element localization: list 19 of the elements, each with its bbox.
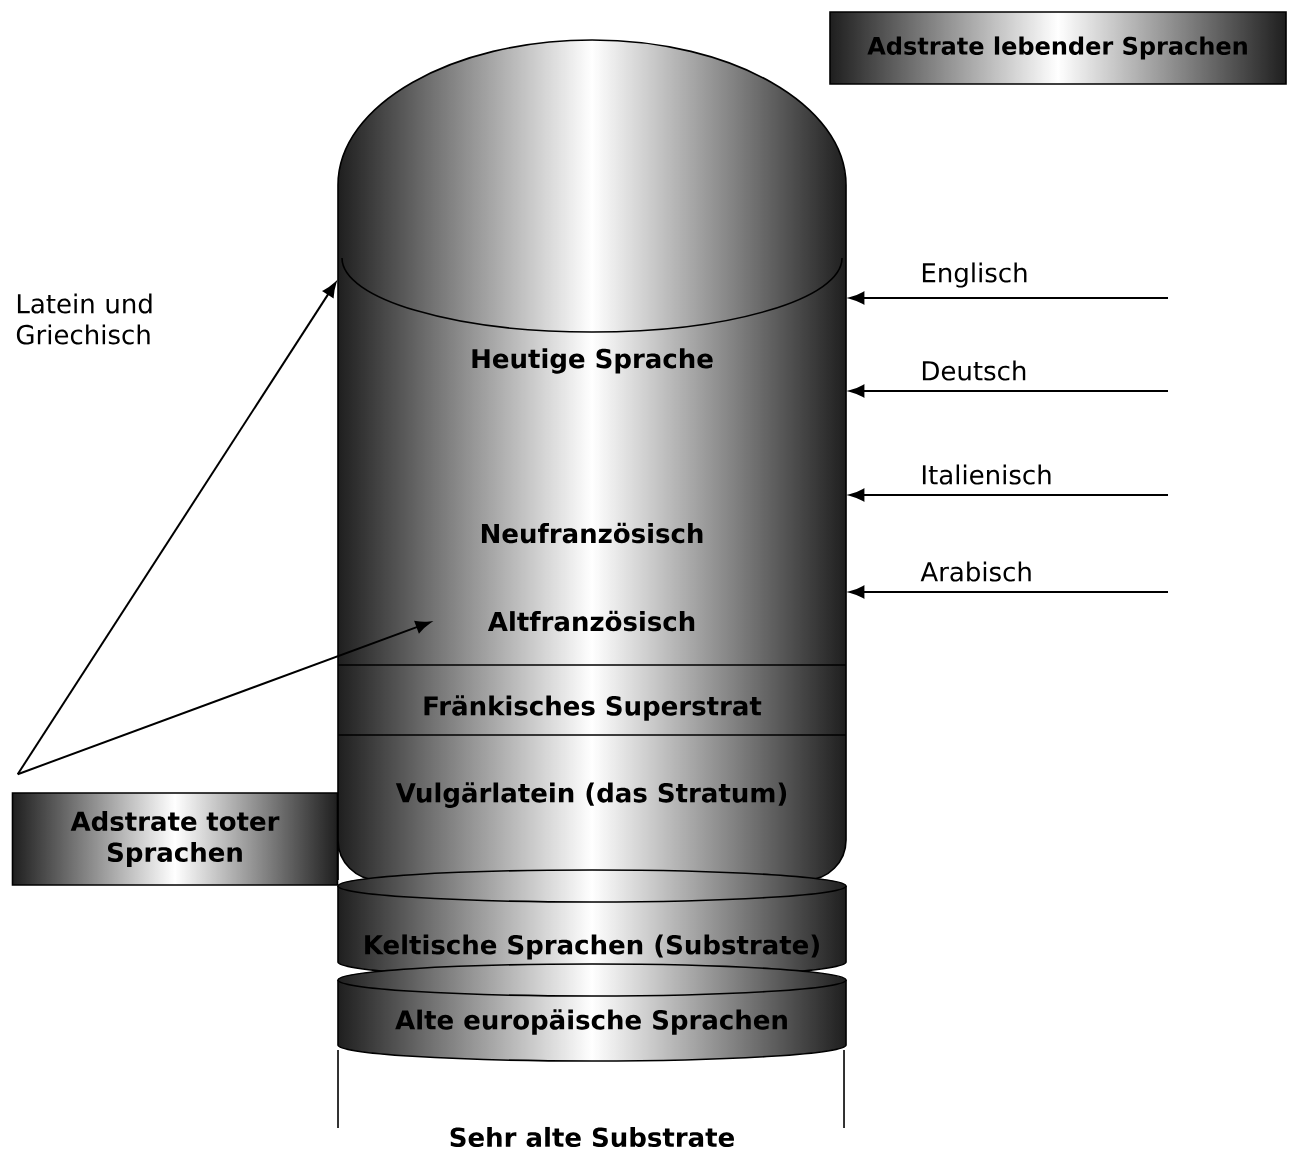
edge-label: Englisch — [922, 262, 1027, 288]
arrow — [16, 281, 337, 776]
arrow — [16, 621, 431, 776]
heading-box: Adstrate toter Sprachen — [11, 792, 339, 886]
layer-band: Alte europäische Sprachen — [337, 963, 847, 1062]
arrow — [849, 291, 1169, 305]
layer-label: Vulgärlatein (das Stratum) — [395, 782, 787, 808]
layer-label: Altfranzösisch — [487, 610, 695, 632]
arrow — [849, 384, 1169, 398]
edge-label: Italienisch — [922, 464, 1051, 485]
arrow — [849, 488, 1169, 502]
arrow — [849, 585, 1169, 599]
layer-label: Neufranzösisch — [481, 522, 703, 544]
heading-box: Adstrate lebender Sprachen — [829, 11, 1287, 85]
edge-label: Deutsch — [922, 360, 1026, 381]
layer-label: Heutige Sprache — [472, 348, 713, 374]
edge-label: Arabisch — [920, 561, 1031, 582]
layer-label: Fränkisches Superstrat — [424, 695, 762, 721]
note-text: Latein und Griechisch — [16, 293, 152, 345]
